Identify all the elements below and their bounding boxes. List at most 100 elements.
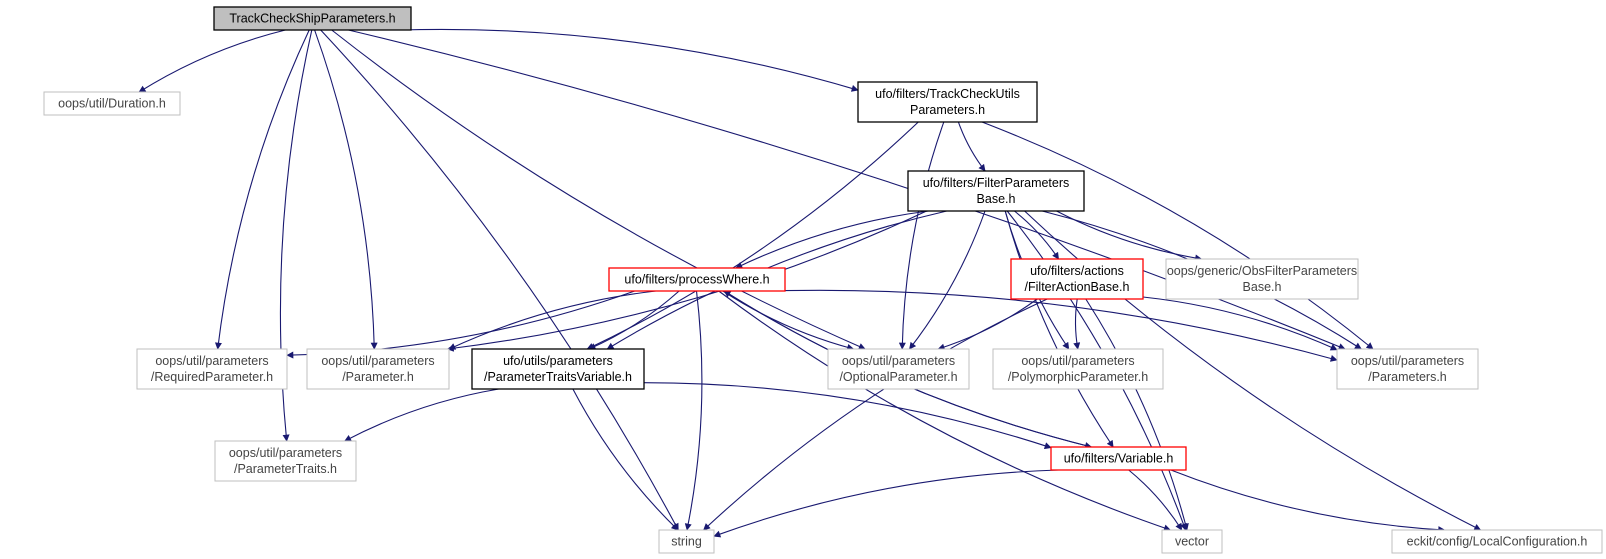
node-vector-box bbox=[1161, 529, 1223, 554]
edge-trackutils-to-filterbase bbox=[957, 121, 986, 172]
edge-filteraction-to-vector bbox=[1085, 298, 1189, 531]
node-requiredparam-label-0: oops/util/parameters bbox=[155, 354, 268, 368]
edge-filterbase-to-optionalparam bbox=[909, 210, 986, 350]
edge-root-to-optionalparam bbox=[331, 29, 866, 350]
node-vector: vector bbox=[1161, 529, 1223, 554]
node-optionalparam-label-0: oops/util/parameters bbox=[842, 354, 955, 368]
node-param: oops/util/parameters/Parameter.h bbox=[306, 348, 450, 390]
node-filterbase-label-1: Base.h bbox=[977, 192, 1016, 206]
edge-filteraction-to-optionalparam bbox=[937, 298, 1038, 351]
node-variable[interactable]: ufo/filters/Variable.h bbox=[1050, 446, 1187, 471]
node-traits-label-0: oops/util/parameters bbox=[229, 446, 342, 460]
node-parameters-label-0: oops/util/parameters bbox=[1351, 354, 1464, 368]
node-processwhere[interactable]: ufo/filters/processWhere.h bbox=[608, 267, 786, 292]
edge-variable-to-vector bbox=[1128, 469, 1183, 531]
node-traitsvar[interactable]: ufo/utils/parameters/ParameterTraitsVari… bbox=[471, 348, 645, 390]
edge-root-to-trackutils bbox=[399, 28, 859, 92]
nodes: TrackCheckShipParameters.h oops/util/Dura… bbox=[43, 6, 1603, 554]
node-parameters: oops/util/parameters/Parameters.h bbox=[1336, 348, 1479, 390]
node-optionalparam-box bbox=[827, 348, 970, 390]
edge-trackutils-to-optionalparam bbox=[898, 121, 945, 350]
node-root[interactable]: TrackCheckShipParameters.h bbox=[213, 6, 412, 31]
node-trackutils-label-0: ufo/filters/TrackCheckUtils bbox=[875, 87, 1020, 101]
edge-filterbase-to-traitsvar bbox=[606, 210, 947, 350]
edge-processwhere-to-vector bbox=[718, 290, 1171, 532]
node-filterbase-label-0: ufo/filters/FilterParameters bbox=[923, 176, 1070, 190]
node-optionalparam: oops/util/parameters/OptionalParameter.h bbox=[827, 348, 970, 390]
node-traits-label-1: /ParameterTraits.h bbox=[234, 462, 337, 476]
node-param-box bbox=[306, 348, 450, 390]
node-duration: oops/util/Duration.h bbox=[43, 91, 181, 116]
node-parameters-box bbox=[1336, 348, 1479, 390]
edge-root-to-string bbox=[320, 29, 679, 531]
node-localconfig-box bbox=[1391, 529, 1603, 554]
node-filteraction[interactable]: ufo/filters/actions/FilterActionBase.h bbox=[1010, 258, 1144, 300]
node-traitsvar-label-1: /ParameterTraitsVariable.h bbox=[484, 370, 632, 384]
node-root-box bbox=[213, 6, 412, 31]
edge-root-to-requiredparam bbox=[214, 29, 310, 350]
node-traits: oops/util/parameters/ParameterTraits.h bbox=[214, 440, 357, 482]
node-traits-box bbox=[214, 440, 357, 482]
node-processwhere-label-0: ufo/filters/processWhere.h bbox=[624, 273, 769, 287]
node-traitsvar-box bbox=[471, 348, 645, 390]
node-vector-label-0: vector bbox=[1175, 535, 1209, 549]
edge-filteraction-to-polyparam bbox=[1073, 298, 1081, 350]
node-obsfilter-box bbox=[1165, 258, 1359, 300]
node-polyparam-label-1: /PolymorphicParameter.h bbox=[1008, 370, 1148, 384]
node-variable-label-0: ufo/filters/Variable.h bbox=[1064, 452, 1174, 466]
node-duration-box bbox=[43, 91, 181, 116]
node-requiredparam-box bbox=[136, 348, 288, 390]
edge-filterbase-to-obsfilter bbox=[1056, 210, 1203, 262]
edge-filteraction-to-string bbox=[703, 298, 1048, 531]
edge-filteraction-to-parameters bbox=[1142, 296, 1338, 351]
node-localconfig-label-0: eckit/config/LocalConfiguration.h bbox=[1407, 535, 1588, 549]
edge-variable-to-localconfig bbox=[1170, 469, 1446, 534]
node-processwhere-box bbox=[608, 267, 786, 292]
node-traitsvar-label-0: ufo/utils/parameters bbox=[503, 354, 613, 368]
node-filteraction-box bbox=[1010, 258, 1144, 300]
node-param-label-0: oops/util/parameters bbox=[321, 354, 434, 368]
node-polyparam: oops/util/parameters/PolymorphicParamete… bbox=[992, 348, 1164, 390]
node-filteraction-label-0: ufo/filters/actions bbox=[1030, 264, 1124, 278]
node-parameters-label-1: /Parameters.h bbox=[1368, 370, 1447, 384]
edge-filterbase-to-processwhere bbox=[735, 210, 929, 269]
node-trackutils-box bbox=[857, 81, 1038, 123]
edge-filterbase-to-param bbox=[446, 210, 927, 352]
node-string-label-0: string bbox=[671, 535, 702, 549]
edge-variable-to-string bbox=[713, 469, 1059, 538]
node-duration-label-0: oops/util/Duration.h bbox=[58, 97, 166, 111]
edge-processwhere-to-requiredparam bbox=[286, 290, 635, 359]
node-string: string bbox=[658, 529, 715, 554]
node-filterbase-box bbox=[907, 170, 1085, 212]
node-trackutils-label-1: Parameters.h bbox=[910, 103, 985, 117]
node-param-label-1: /Parameter.h bbox=[342, 370, 414, 384]
edge-processwhere-to-string bbox=[684, 290, 703, 531]
node-filteraction-label-1: /FilterActionBase.h bbox=[1025, 280, 1130, 294]
edge-traitsvar-to-traits bbox=[344, 388, 499, 442]
edge-processwhere-to-optionalparam bbox=[722, 290, 855, 351]
edge-root-to-param bbox=[314, 29, 378, 350]
edge-root-to-duration bbox=[138, 29, 286, 93]
edge-traitsvar-to-variable bbox=[643, 382, 1052, 450]
edge-processwhere-to-param bbox=[448, 290, 657, 350]
node-variable-box bbox=[1050, 446, 1187, 471]
edge-root-to-parameters bbox=[348, 29, 1346, 350]
edge-trackutils-to-traitsvar bbox=[586, 121, 919, 350]
node-polyparam-label-0: oops/util/parameters bbox=[1021, 354, 1134, 368]
node-root-label-0: TrackCheckShipParameters.h bbox=[229, 12, 395, 26]
node-localconfig: eckit/config/LocalConfiguration.h bbox=[1391, 529, 1603, 554]
node-requiredparam-label-1: /RequiredParameter.h bbox=[151, 370, 273, 384]
node-polyparam-box bbox=[992, 348, 1164, 390]
edge-filterbase-to-filteraction bbox=[1014, 210, 1060, 260]
edge-trackutils-to-parameters bbox=[981, 121, 1374, 350]
edge-filterbase-to-variable bbox=[1004, 210, 1114, 448]
edge-processwhere-to-parameters bbox=[784, 289, 1338, 362]
edge-processwhere-to-traitsvar bbox=[588, 290, 680, 350]
node-requiredparam: oops/util/parameters/RequiredParameter.h bbox=[136, 348, 288, 390]
node-obsfilter-label-0: oops/generic/ObsFilterParameters bbox=[1167, 264, 1357, 278]
edges bbox=[138, 28, 1482, 538]
